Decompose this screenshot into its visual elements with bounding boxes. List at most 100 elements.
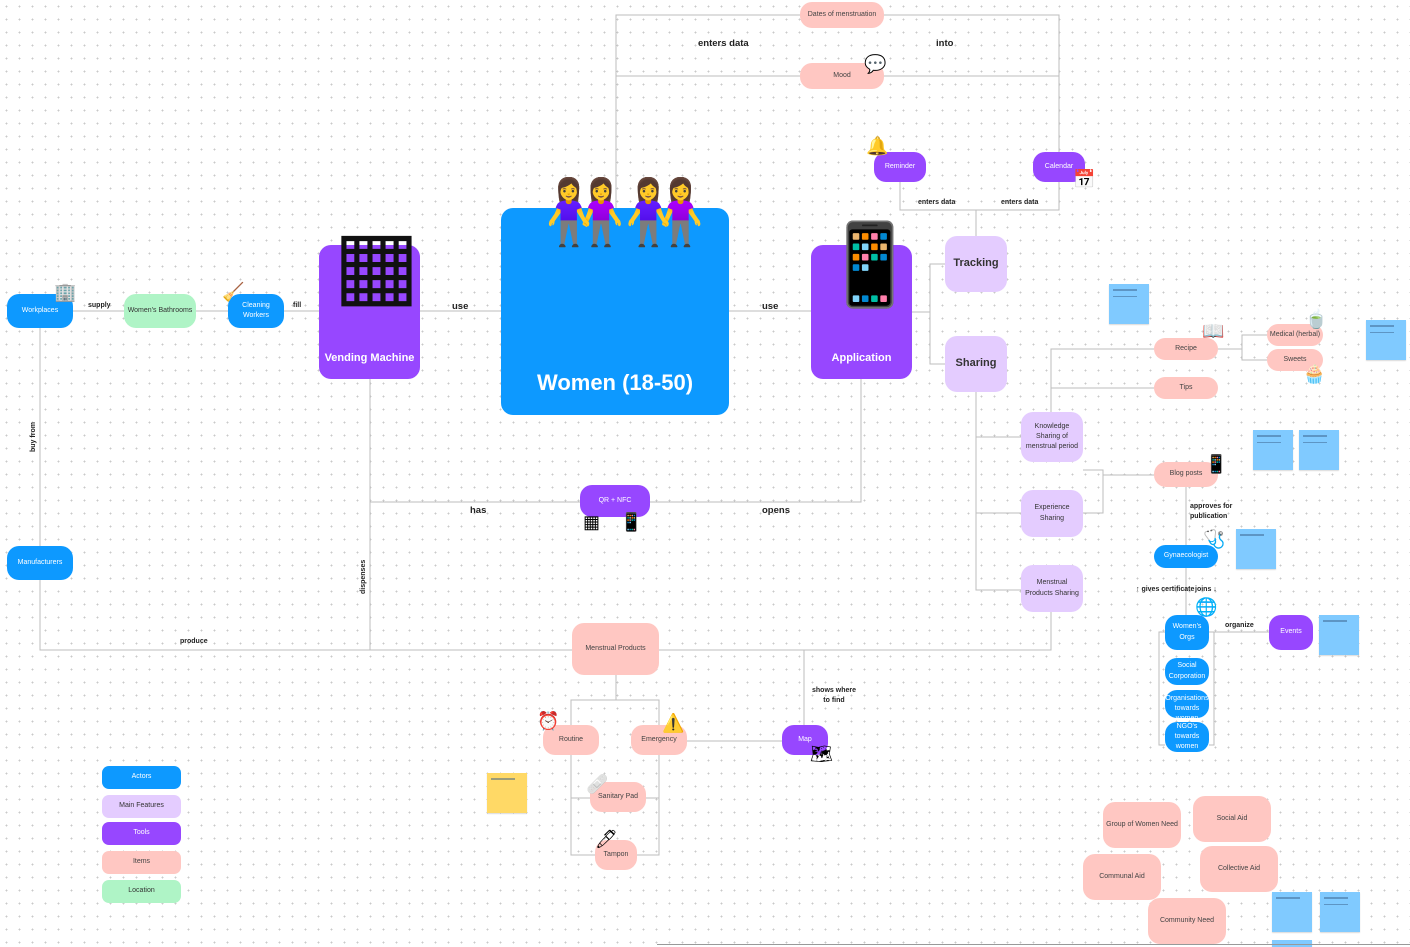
edge-label-approves: approves for publication — [1190, 503, 1233, 521]
tablet-icon: 📱 — [1205, 454, 1228, 474]
node-label: Map — [798, 735, 812, 743]
node-label: Vending Machine — [324, 352, 415, 365]
sticky-note[interactable] — [1320, 892, 1360, 932]
node-label: Sharing — [955, 357, 997, 370]
node-sharing[interactable]: Sharing — [945, 336, 1007, 392]
node-collective[interactable]: Collective Aid — [1200, 846, 1278, 892]
node-tracking[interactable]: Tracking — [945, 236, 1007, 292]
node-socialaid[interactable]: Social Aid — [1193, 796, 1271, 842]
edge-label-gives-certificate: ↑ gives certificate — [1136, 586, 1195, 593]
edge-label-opens: opens — [762, 505, 790, 516]
node-socialcorp[interactable]: Social Corporation — [1165, 658, 1209, 685]
node-tips[interactable]: Tips — [1154, 377, 1218, 399]
node-tampon[interactable]: Tampon — [595, 840, 637, 870]
calendar-icon: 📅 — [1073, 169, 1096, 189]
node-label: Dates of menstruation — [807, 10, 877, 18]
buildings-icon: 🏢 — [54, 282, 77, 302]
node-calendar[interactable]: Calendar — [1033, 152, 1085, 182]
phone-nfc-icon: 📱 — [620, 512, 643, 532]
node-routine[interactable]: Routine — [543, 725, 599, 755]
edge-label-enters-data-top: enters data — [698, 38, 749, 49]
legend-item-feature: Main Features — [102, 795, 181, 818]
edge-label-joins: joins ↓ — [1195, 586, 1217, 593]
node-label: NGO's towards women — [1174, 722, 1200, 751]
node-knowledge[interactable]: Knowledge Sharing of menstrual period — [1021, 412, 1083, 462]
stethoscope-icon: 🩺 — [1203, 529, 1226, 549]
node-label: Communal Aid — [1099, 872, 1145, 880]
node-label: Sanitary Pad — [597, 792, 639, 800]
node-mpsharing[interactable]: Menstrual Products Sharing — [1021, 565, 1083, 612]
sticky-note[interactable] — [1366, 320, 1406, 360]
edge-label-use-right: use — [762, 301, 779, 312]
node-label: Women (18-50) — [536, 370, 694, 396]
node-label: Calendar — [1044, 162, 1074, 170]
node-recipe[interactable]: Recipe — [1154, 338, 1218, 360]
node-workplaces[interactable]: Workplaces — [7, 294, 73, 328]
sticky-note[interactable] — [1109, 284, 1149, 324]
node-reminder[interactable]: Reminder — [874, 152, 926, 182]
node-groupneed[interactable]: Group of Women Need — [1103, 802, 1181, 848]
legend-item-item: Items — [102, 851, 181, 874]
node-dates[interactable]: Dates of menstruation — [800, 2, 884, 28]
node-events[interactable]: Events — [1269, 615, 1313, 650]
node-communal[interactable]: Communal Aid — [1083, 854, 1161, 900]
vending-machine-icon: ▦ — [333, 213, 420, 315]
tea-cup-icon: 🍵 — [1305, 309, 1328, 329]
node-emergency[interactable]: Emergency — [631, 725, 687, 755]
node-label: Mood — [833, 71, 851, 79]
node-qr[interactable]: QR + NFC — [580, 485, 650, 517]
node-manufacturers[interactable]: Manufacturers — [7, 546, 73, 580]
edge-label-fill: fill — [293, 302, 302, 309]
sticky-note[interactable] — [1236, 529, 1276, 569]
node-sweets[interactable]: Sweets — [1267, 349, 1323, 371]
tampon-icon: 🖊 — [595, 829, 618, 849]
edge-label-has: has — [470, 505, 487, 516]
node-ngo[interactable]: NGO's towards women — [1165, 722, 1209, 752]
node-vending[interactable]: Vending Machine — [319, 245, 420, 379]
node-label: Sweets — [1283, 355, 1307, 363]
node-label: QR + NFC — [598, 496, 632, 504]
node-gyn[interactable]: Gynaecologist — [1154, 545, 1218, 568]
phone-user-illustration: 📱 — [820, 220, 920, 309]
sticky-note[interactable] — [1272, 892, 1312, 932]
node-blog[interactable]: Blog posts — [1154, 462, 1218, 487]
bell-icon: 🔔 — [866, 136, 889, 156]
node-label: Knowledge Sharing of menstrual period — [1025, 422, 1079, 451]
node-label: Social Corporation — [1168, 662, 1206, 680]
node-label: Cleaning Workers — [242, 301, 270, 319]
sticky-note[interactable] — [487, 773, 527, 813]
node-products[interactable]: Menstrual Products — [572, 623, 659, 675]
node-pad[interactable]: Sanitary Pad — [590, 782, 646, 812]
legend-item-location: Location — [102, 880, 181, 903]
sticky-note[interactable] — [1253, 430, 1293, 470]
node-women[interactable]: Women (18-50) — [501, 208, 729, 415]
node-label: Manufacturers — [17, 558, 63, 566]
sticky-note[interactable] — [1272, 940, 1312, 947]
edge-label-dispenses: dispenses — [360, 559, 367, 594]
node-bathrooms[interactable]: Women's Bathrooms — [124, 294, 196, 328]
node-map[interactable]: Map — [782, 725, 828, 755]
edge-label-shows-where: shows where to find — [812, 687, 856, 705]
node-label: Social Aid — [1216, 814, 1248, 822]
edge-label-produce: produce — [180, 638, 208, 645]
node-community[interactable]: Community Need — [1148, 898, 1226, 944]
node-orgs[interactable]: Women's Orgs — [1165, 615, 1209, 650]
node-label: Governmental Organisations towards women — [1165, 684, 1209, 723]
sticky-note[interactable] — [1299, 430, 1339, 470]
node-label: Emergency — [641, 735, 677, 743]
sticky-note[interactable] — [1319, 615, 1359, 655]
node-label: Blog posts — [1169, 470, 1203, 478]
node-label: Women's Orgs — [1172, 623, 1202, 641]
map-pin-icon: 🗺 — [810, 744, 833, 764]
node-label: Workplaces — [21, 306, 59, 314]
node-mood[interactable]: Mood — [800, 63, 884, 89]
node-experience[interactable]: Experience Sharing — [1021, 490, 1083, 537]
node-gov[interactable]: Governmental Organisations towards women — [1165, 685, 1209, 722]
node-medical[interactable]: Medical (herbal) — [1267, 324, 1323, 346]
node-label: Experience Sharing — [1034, 504, 1070, 522]
node-label: Tracking — [953, 257, 999, 270]
node-cleaning[interactable]: Cleaning Workers — [228, 294, 284, 328]
node-application[interactable]: Application — [811, 245, 912, 379]
recipe-book-icon: 📖 — [1202, 321, 1225, 341]
women-group-illustration: 👭👭 — [545, 176, 705, 248]
